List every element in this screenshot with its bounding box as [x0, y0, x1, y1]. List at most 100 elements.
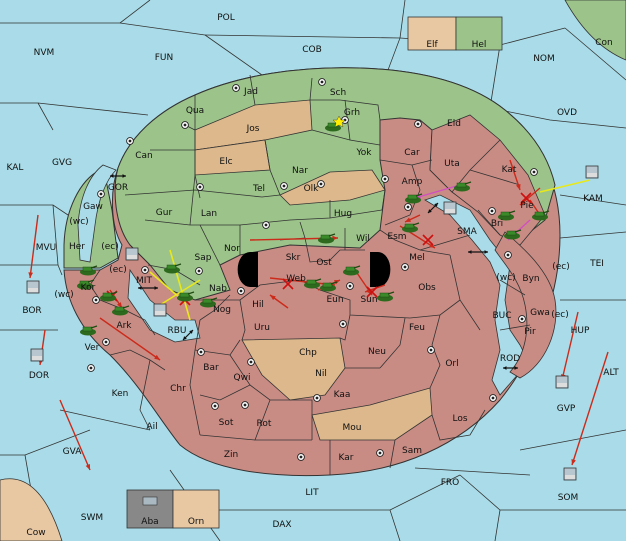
support-line [159, 279, 201, 306]
army-unit [328, 233, 336, 237]
land-label-lan: Lan [201, 209, 217, 219]
army-unit [82, 266, 93, 272]
fleet-unit [557, 383, 567, 387]
order-arrowhead [28, 272, 34, 278]
sea-label-gvg: GVG [52, 158, 72, 168]
land-byn-gwa-pir [494, 231, 557, 379]
order-arrowhead [270, 295, 276, 301]
fleet-unit [28, 288, 38, 292]
star-marker [332, 115, 346, 128]
order-arrow [59, 399, 91, 471]
land-label-eun: Eun [326, 295, 343, 305]
land-label-los: Los [452, 414, 467, 424]
land-label-sot: Sot [219, 418, 234, 428]
land-label-mel: Mel [409, 253, 425, 263]
skr-connector [237, 252, 391, 287]
legend-bottom: Aba Orn [126, 489, 220, 529]
supply-center-marker [416, 122, 420, 126]
sea-label-gva: GVA [63, 447, 83, 457]
sea-label-fro: FRO [441, 478, 460, 488]
land-label-ken: Ken [112, 389, 129, 399]
land-label-nar: Nar [292, 166, 308, 176]
land-label-kat: Kat [502, 165, 517, 175]
land-label-amp: Amp [402, 177, 423, 187]
fleet-unit [127, 255, 137, 259]
land-label-kor: Kor [81, 283, 96, 293]
connection-arrowhead [138, 286, 142, 290]
army-unit [202, 298, 213, 304]
land-label-nog: Nog [213, 305, 231, 315]
land-label-web: Web [286, 274, 306, 284]
army-unit [506, 230, 517, 236]
sea-label-dor: DOR [29, 371, 49, 381]
land-label-jad: Jad [243, 87, 258, 97]
order-arrowhead [154, 354, 160, 360]
supply-center-marker [506, 253, 510, 257]
order-arrowhead [116, 302, 122, 308]
sea-label-gvp: GVP [557, 404, 576, 414]
coast-label-her-ec: (ec) [101, 242, 119, 252]
supply-center-marker [315, 396, 319, 400]
sea-label-lit: LIT [305, 488, 319, 498]
sea-label-kal: KAL [7, 163, 24, 173]
coast-label-her-wc: (wc) [69, 217, 88, 227]
sea-label-alt: ALT [603, 368, 619, 378]
land-label-ost: Ost [316, 258, 332, 268]
order-arrowhead [520, 199, 526, 205]
legend-orn-label: Orn [188, 517, 204, 527]
sea-label-bor: BOR [22, 306, 41, 316]
connection-arrowhead [514, 366, 518, 370]
supply-center-marker [213, 404, 217, 408]
legend-hel-label: Hel [472, 40, 487, 50]
supply-center-marker [348, 284, 352, 288]
army-unit [166, 264, 177, 270]
army-unit [500, 211, 511, 217]
land-label-mou: Mou [343, 423, 362, 433]
land-label-grh: Grh [344, 108, 360, 118]
army-unit [379, 292, 390, 298]
land-label-gur: Gur [156, 208, 173, 218]
connection-arrowhead [183, 336, 187, 340]
land-label-sap: Sap [195, 253, 212, 263]
supply-center-marker [243, 403, 247, 407]
land-label-nor: Nor [224, 244, 240, 254]
supply-center-marker [239, 289, 243, 293]
supply-center-marker [198, 185, 202, 189]
land-label-cow: Cow [26, 528, 45, 538]
army-unit [345, 266, 356, 272]
land-label-qwi: Qwi [234, 373, 251, 383]
fleet-unit [565, 475, 575, 479]
support-line [539, 179, 591, 193]
army-unit [210, 297, 218, 301]
army-unit [322, 282, 333, 288]
army-unit [114, 306, 125, 312]
supply-center-marker [532, 170, 536, 174]
land-label-ark: Ark [116, 321, 132, 331]
legend-aba-label: Aba [141, 517, 158, 527]
army-unit [412, 222, 420, 226]
sea-label-kam: KAM [583, 194, 603, 204]
land-label-gaw: Gaw [83, 202, 103, 212]
connection-arrowhead [154, 286, 158, 290]
channel-gor [77, 164, 117, 263]
supply-center-marker [403, 265, 407, 269]
fleet-unit [142, 496, 158, 506]
coast-labels: (wc) (ec) (ec) (wc) (wc) (ec) (ec) [54, 217, 569, 320]
army-unit [542, 210, 550, 214]
supply-center-marker [429, 348, 433, 352]
sea-label-gor: GOR [108, 183, 128, 193]
supply-center-marker [378, 451, 382, 455]
army-unit [306, 279, 317, 285]
army-unit [407, 194, 418, 200]
sea-label-mit: MIT [136, 276, 152, 286]
army-unit [187, 291, 195, 295]
fail-mark [422, 234, 434, 246]
supply-center-marker [128, 139, 132, 143]
army-unit [79, 280, 90, 286]
supply-center-marker [143, 268, 147, 272]
supply-center-marker [299, 455, 303, 459]
land-label-sun: Sun [360, 295, 377, 305]
land-label-qua: Qua [186, 106, 204, 116]
units-layer [26, 115, 599, 506]
sea-label-ovd: OVD [557, 108, 577, 118]
